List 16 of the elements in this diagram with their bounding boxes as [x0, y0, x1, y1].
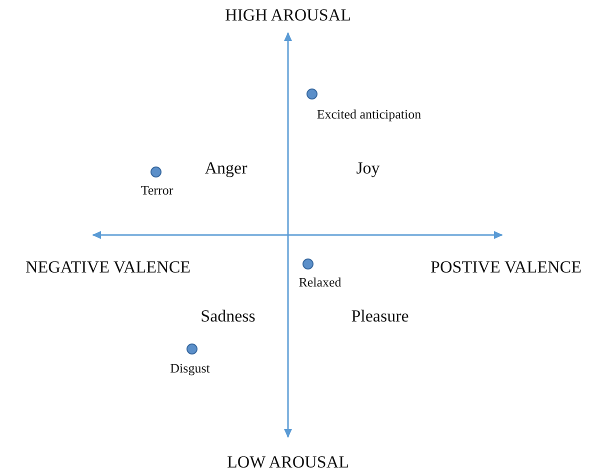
data-point — [306, 88, 318, 100]
quadrant-label: Joy — [356, 160, 380, 176]
axis-label: NEGATIVE VALENCE — [25, 258, 191, 276]
quadrant-label: Pleasure — [351, 308, 409, 324]
data-point — [150, 166, 162, 178]
quadrant-label: Sadness — [200, 308, 256, 324]
axis-label: LOW AROUSAL — [227, 454, 349, 470]
axis-label: POSTIVE VALENCE — [430, 258, 582, 276]
point-label: Disgust — [170, 362, 210, 374]
point-label: Terror — [140, 184, 174, 196]
data-point — [302, 258, 314, 270]
point-label: Relaxed — [298, 276, 342, 288]
point-label: Excited anticipation — [316, 108, 422, 120]
axis-label: HIGH AROUSAL — [224, 6, 352, 24]
quadrant-label: Anger — [204, 160, 248, 176]
data-point — [186, 344, 198, 354]
